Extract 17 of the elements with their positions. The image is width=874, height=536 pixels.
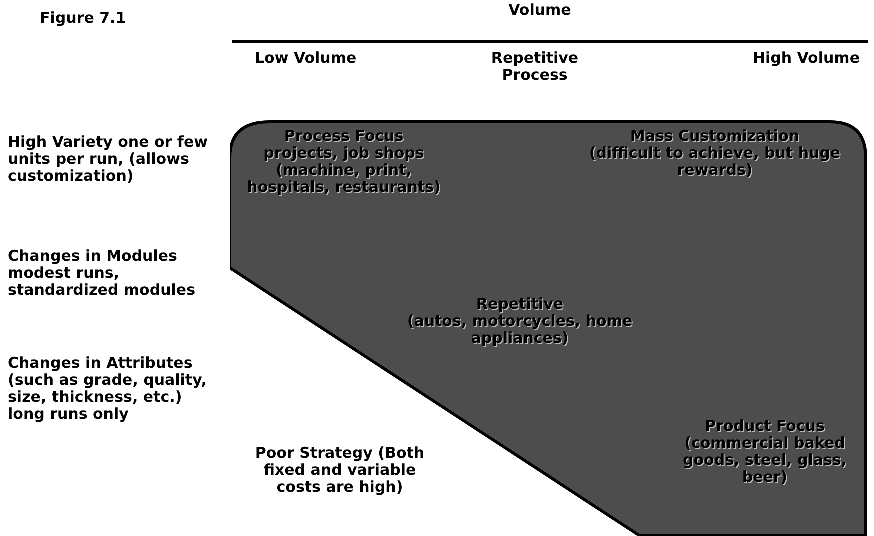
category-title: Mass Customization xyxy=(629,128,801,145)
category-description: projects, job shops (machine, print, hospitals, restaurants) xyxy=(246,145,442,196)
category-title: Repetitive xyxy=(475,296,565,313)
column-header: High Volume xyxy=(752,50,860,67)
row-label: Changes in Modules modest runs, standardized modules xyxy=(8,248,196,299)
figure-number: Figure 7.1 xyxy=(40,10,128,27)
category-description: (commercial baked goods, steel, glass, beer) xyxy=(682,435,848,486)
column-header: Low Volume xyxy=(255,50,358,67)
row-label: Changes in Attributes (such as grade, quality, size, thickness, etc.) long runs only xyxy=(8,355,208,423)
category-description: (autos, motorcycles, home appliances) xyxy=(406,313,634,347)
row-label: High Variety one or few units per run, (allows customization) xyxy=(8,134,208,185)
column-header: Repetitive Process xyxy=(490,50,580,84)
category-title: Process Focus xyxy=(283,128,405,145)
note-text: Poor Strategy (Both fixed and variable costs are high) xyxy=(254,445,426,496)
category-description: (difficult to achieve, but huge rewards) xyxy=(588,145,842,179)
axis-title: Volume xyxy=(508,2,572,19)
category-title: Product Focus xyxy=(704,418,826,435)
